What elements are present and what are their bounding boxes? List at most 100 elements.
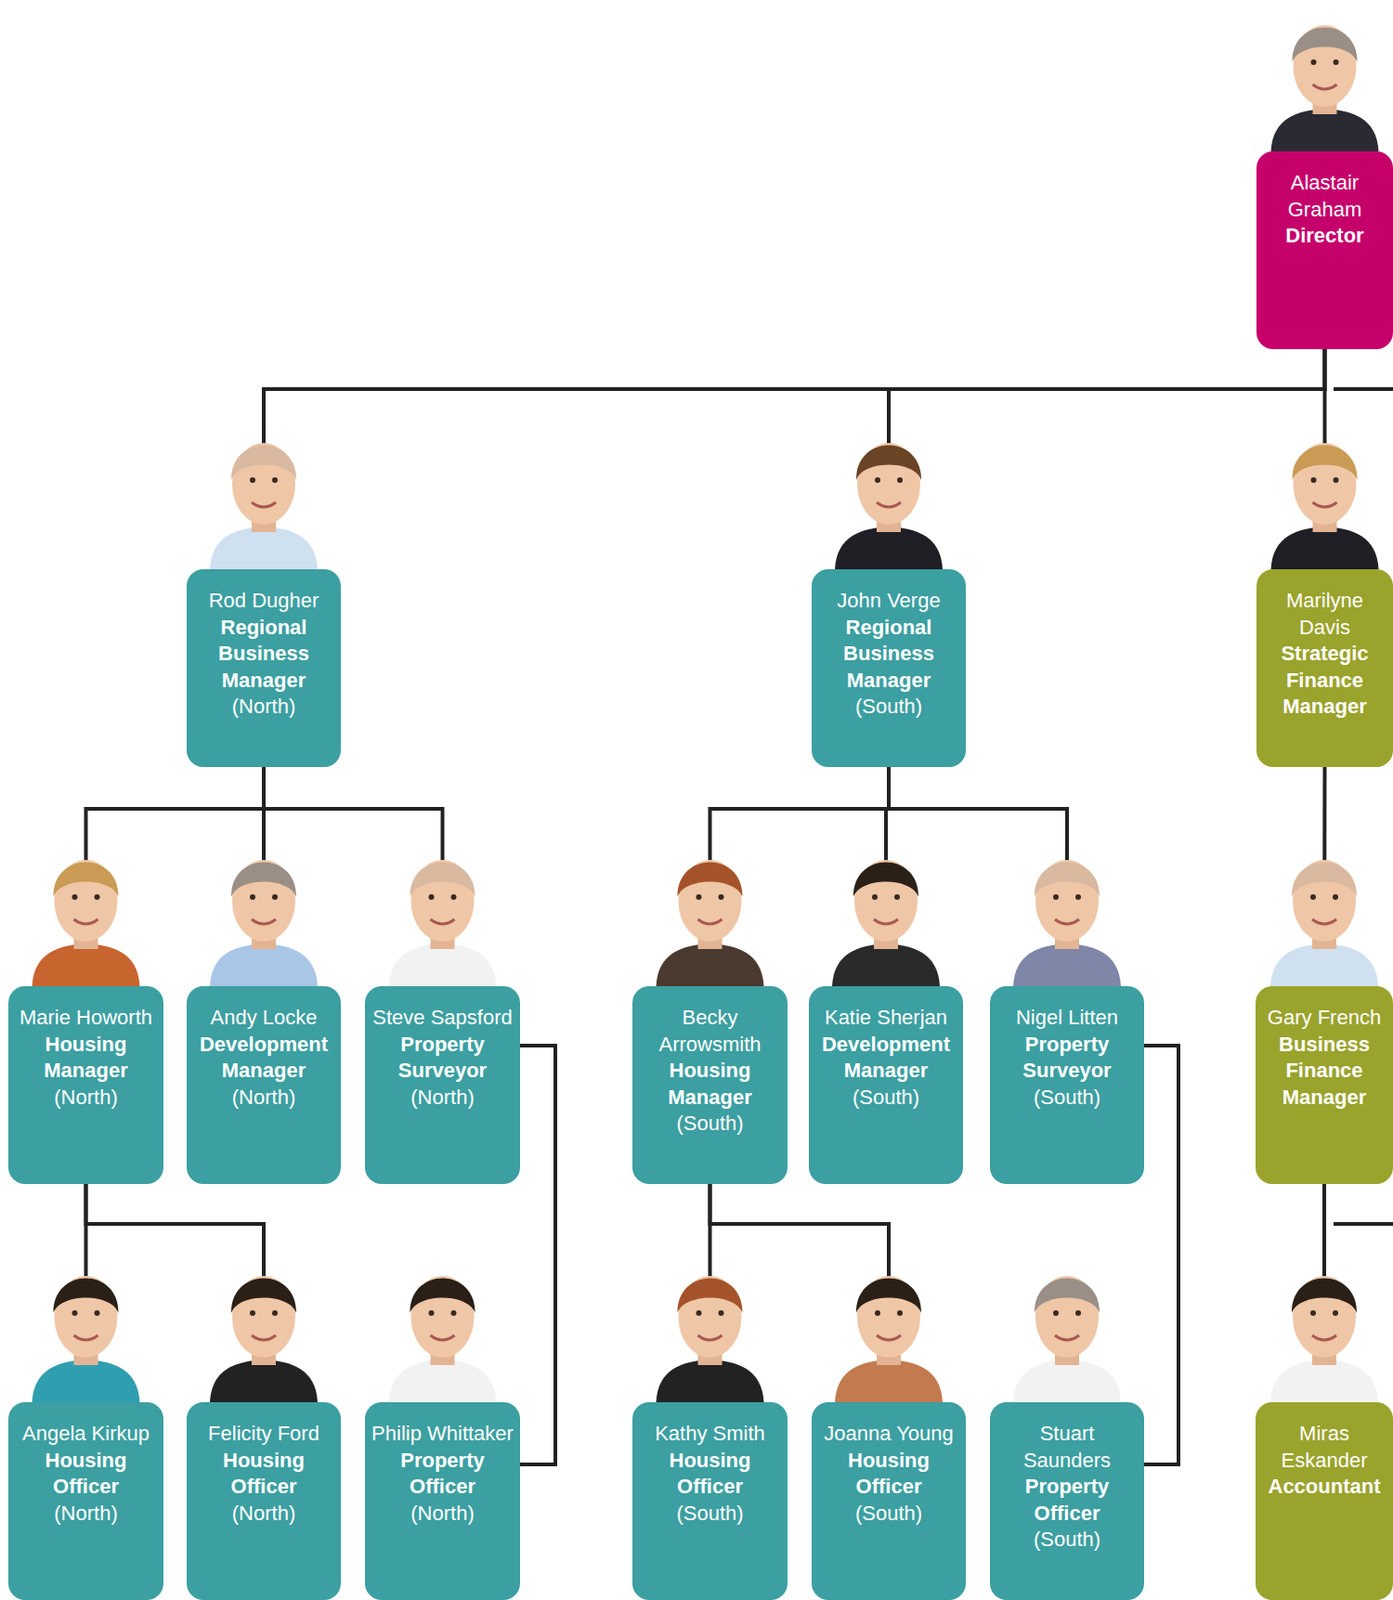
person-box: Becky ArrowsmithHousing Manager(South) (632, 986, 788, 1185)
person-box: Joanna YoungHousing Officer(South) (811, 1402, 966, 1600)
branch-line (1333, 387, 1393, 391)
person-name: Marie Howorth (19, 1004, 153, 1032)
shoulders (389, 1359, 497, 1403)
job-title: Housing Manager (637, 1057, 782, 1111)
person-box: Felicity FordHousing Officer(North) (186, 1402, 341, 1600)
job-title: Director (1285, 222, 1364, 250)
person-name: Andy Locke (210, 1004, 318, 1032)
eye (1075, 1310, 1081, 1316)
eye (718, 1310, 725, 1316)
hair (1034, 862, 1100, 899)
portrait-photo (656, 859, 765, 987)
eye (1332, 1310, 1339, 1316)
shoulders (209, 1359, 318, 1403)
smile (251, 1335, 276, 1341)
smile (74, 1335, 99, 1341)
region-label: (South) (676, 1500, 743, 1528)
person-name: Philip Whittaker (371, 1420, 514, 1448)
hair (856, 445, 922, 482)
person-box: John VergeRegional Business Manager(Sout… (811, 569, 966, 768)
person-box: Nigel LittenProperty Surveyor(South) (989, 986, 1145, 1185)
portrait-photo (209, 859, 318, 987)
person-box: Andy LockeDevelopment Manager(North) (186, 986, 341, 1185)
hair (409, 862, 475, 899)
eye (696, 1310, 703, 1316)
eye (1310, 894, 1316, 900)
eye (1333, 59, 1340, 66)
eye (874, 477, 881, 483)
person-name: Rod Dugher (208, 587, 320, 615)
shoulders (209, 943, 318, 987)
hair (1291, 27, 1357, 64)
portrait-photo (1013, 859, 1121, 987)
eye (249, 894, 256, 900)
region-label: (North) (410, 1084, 474, 1112)
hair (1291, 862, 1357, 899)
region-label: (North) (232, 1084, 296, 1112)
job-title: Housing Officer (637, 1447, 782, 1501)
smile (251, 919, 276, 925)
eye (1311, 59, 1317, 66)
person-name: Felicity Ford (208, 1420, 320, 1448)
eye (1053, 894, 1059, 900)
portrait-photo (389, 1275, 497, 1403)
hair (1034, 1278, 1100, 1315)
smile (873, 919, 899, 925)
smile (74, 919, 99, 925)
job-title: Property Surveyor (995, 1031, 1139, 1085)
region-label: (South) (855, 693, 923, 721)
shoulders (1013, 943, 1121, 987)
hair (853, 862, 919, 899)
person-name: Joanna Young (823, 1420, 954, 1448)
region-label: (South) (852, 1084, 920, 1112)
region-label: (South) (1033, 1526, 1101, 1554)
eye (272, 1310, 278, 1316)
person-box: Rod DugherRegional Business Manager(Nort… (186, 569, 341, 768)
eye (718, 894, 725, 900)
eye (249, 1310, 256, 1316)
person-name: Alastair Graham (1262, 169, 1388, 223)
eye (451, 894, 457, 900)
shoulders (1270, 1359, 1379, 1403)
person-box: Marilyne DavisStrategic Finance Manager (1256, 569, 1393, 768)
reporting-line (1144, 1045, 1179, 1465)
hair (676, 1278, 743, 1315)
shoulders (209, 526, 318, 570)
shoulders (1271, 526, 1380, 570)
shoulders (1271, 108, 1380, 152)
portrait-photo (209, 442, 318, 570)
region-label: (North) (410, 1500, 474, 1528)
hair (231, 1278, 297, 1315)
person-box: Angela KirkupHousing Officer(North) (8, 1402, 164, 1600)
reporting-line (263, 349, 1326, 570)
smile (1054, 1335, 1080, 1341)
job-title: Housing Officer (192, 1447, 336, 1501)
eye (451, 1310, 457, 1316)
shoulders (656, 943, 765, 987)
smile (1313, 84, 1338, 90)
portrait-photo (1271, 442, 1380, 570)
region-label: (South) (855, 1500, 923, 1528)
eye (872, 894, 878, 900)
portrait-photo (1270, 1275, 1379, 1403)
portrait-photo (389, 859, 497, 987)
hair (52, 862, 118, 899)
eye (72, 1310, 79, 1316)
job-title: Property Officer (370, 1447, 515, 1501)
person-box: Alastair GrahamDirector (1256, 151, 1393, 350)
job-title: Regional Business Manager (192, 614, 336, 695)
shoulders (389, 943, 497, 987)
hair (231, 445, 297, 482)
shoulders (656, 1359, 765, 1403)
eye (696, 894, 703, 900)
shoulders (1013, 1359, 1121, 1403)
job-title: Development Manager (814, 1031, 958, 1085)
hair (52, 1278, 118, 1315)
branch-line (1333, 1222, 1393, 1226)
region-label: (North) (232, 1500, 296, 1528)
person-name: Kathy Smith (654, 1420, 766, 1448)
person-box: Steve SapsfordProperty Surveyor(North) (364, 986, 521, 1185)
smile (698, 1335, 723, 1341)
eye (272, 477, 278, 483)
